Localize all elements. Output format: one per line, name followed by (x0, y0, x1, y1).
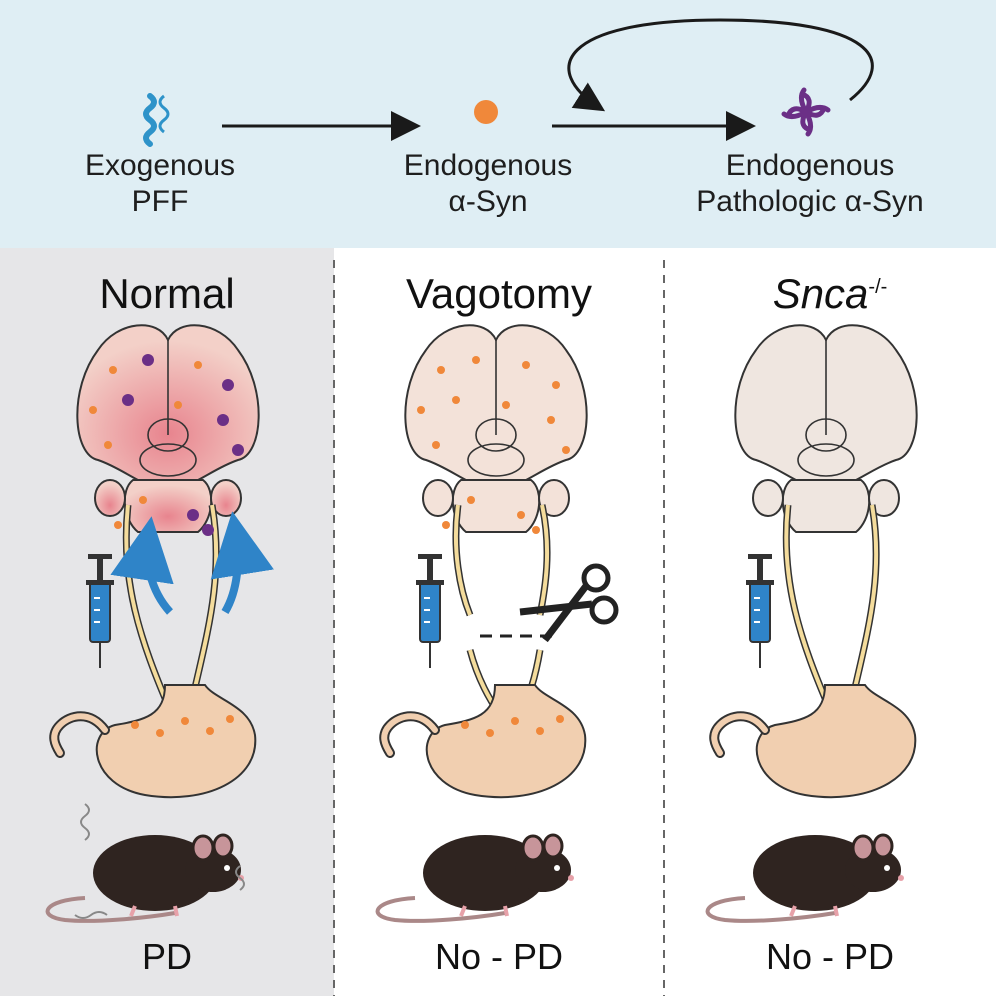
pff-fibril-icon-strand (158, 94, 170, 134)
endogenous-label: Endogenous (403, 149, 573, 182)
endogenous-asyn-dot-icon (474, 100, 498, 124)
asyn-dot (552, 381, 560, 389)
asyn-dot (226, 715, 234, 723)
scissors-icon (519, 563, 619, 643)
asyn-dot (114, 521, 122, 529)
snca-brain (734, 324, 918, 533)
asyn-dot (547, 416, 555, 424)
tremor-lines (74, 803, 245, 919)
normal-stomach (54, 685, 255, 797)
spread-arrow-right (210, 511, 274, 615)
asyn-label: α-Syn (448, 185, 528, 218)
asyn-dot (104, 441, 112, 449)
pathologic-asyn-label: Endogenous Pathologic α-Syn (650, 148, 970, 220)
asyn-dot (461, 721, 469, 729)
pathologic-asyn-mark (232, 444, 244, 456)
pathologic-asyn-mark (202, 524, 214, 536)
outcome-vagotomy: No - PD (434, 936, 564, 977)
normal-mouse (45, 833, 246, 923)
asyn-dot (181, 717, 189, 725)
asyn-dot (532, 526, 540, 534)
asyn-dot (131, 721, 139, 729)
asyn-dots-layer (89, 354, 570, 737)
snca-vagus-nerve (782, 504, 880, 712)
asyn-dot (139, 496, 147, 504)
asyn-dot (556, 715, 564, 723)
pathologic-asyn-mark (187, 509, 199, 521)
asyn-dot (432, 441, 440, 449)
snca-mouse (705, 833, 906, 923)
snca-genotype: -/- (868, 276, 888, 298)
snca-syringe (745, 553, 775, 669)
pathologic-asyn-text: Pathologic α-Syn (696, 185, 924, 218)
asyn-dot (517, 511, 525, 519)
outcome-normal: PD (141, 936, 192, 977)
header-band: Exogenous PFF Endogenous α-Syn Endogenou… (0, 0, 996, 248)
outcome-snca: No - PD (765, 936, 895, 977)
asyn-dot (156, 729, 164, 737)
panel-title-normal: Normal (99, 270, 235, 317)
exogenous-pff-label: Exogenous PFF (50, 148, 270, 220)
pathologic-asyn-mark (142, 354, 154, 366)
asyn-dot (522, 361, 530, 369)
asyn-dot (472, 356, 480, 364)
asyn-dot (467, 496, 475, 504)
snca-gene-name: Snca (772, 270, 869, 317)
normal-brain (76, 324, 260, 533)
asyn-dot (452, 396, 460, 404)
asyn-dot (89, 406, 97, 414)
asyn-dot (194, 361, 202, 369)
asyn-dot (417, 406, 425, 414)
pathologic-asyn-mark (222, 379, 234, 391)
panel-title-snca: Snca-/- (664, 270, 996, 318)
endogenous-label-2: Endogenous (725, 149, 895, 182)
pathologic-asyn-mark (217, 414, 229, 426)
asyn-dot (536, 727, 544, 735)
pff-label: PFF (131, 185, 189, 218)
pathologic-asyn-mark (122, 394, 134, 406)
asyn-dot (502, 401, 510, 409)
pff-fibril-icon (143, 93, 157, 147)
panel-title-vagotomy: Vagotomy (406, 270, 592, 317)
vagotomy-mouse (375, 833, 576, 923)
asyn-dot (511, 717, 519, 725)
vagotomy-syringe (415, 553, 445, 669)
asyn-dot (437, 366, 445, 374)
asyn-dot (109, 366, 117, 374)
asyn-dot (174, 401, 182, 409)
asyn-dot (486, 729, 494, 737)
asyn-dot (562, 446, 570, 454)
snca-stomach (714, 685, 915, 797)
vagotomy-brain (404, 324, 588, 533)
endogenous-asyn-label: Endogenous α-Syn (370, 148, 606, 220)
feedback-loop-arrow (567, 18, 874, 112)
asyn-dot (206, 727, 214, 735)
vagotomy-stomach (384, 685, 585, 797)
exogenous-label: Exogenous (84, 149, 236, 182)
normal-syringe (85, 553, 115, 669)
spread-arrow-left (110, 516, 174, 615)
asyn-dot (442, 521, 450, 529)
pathologic-asyn-icon (781, 87, 831, 137)
